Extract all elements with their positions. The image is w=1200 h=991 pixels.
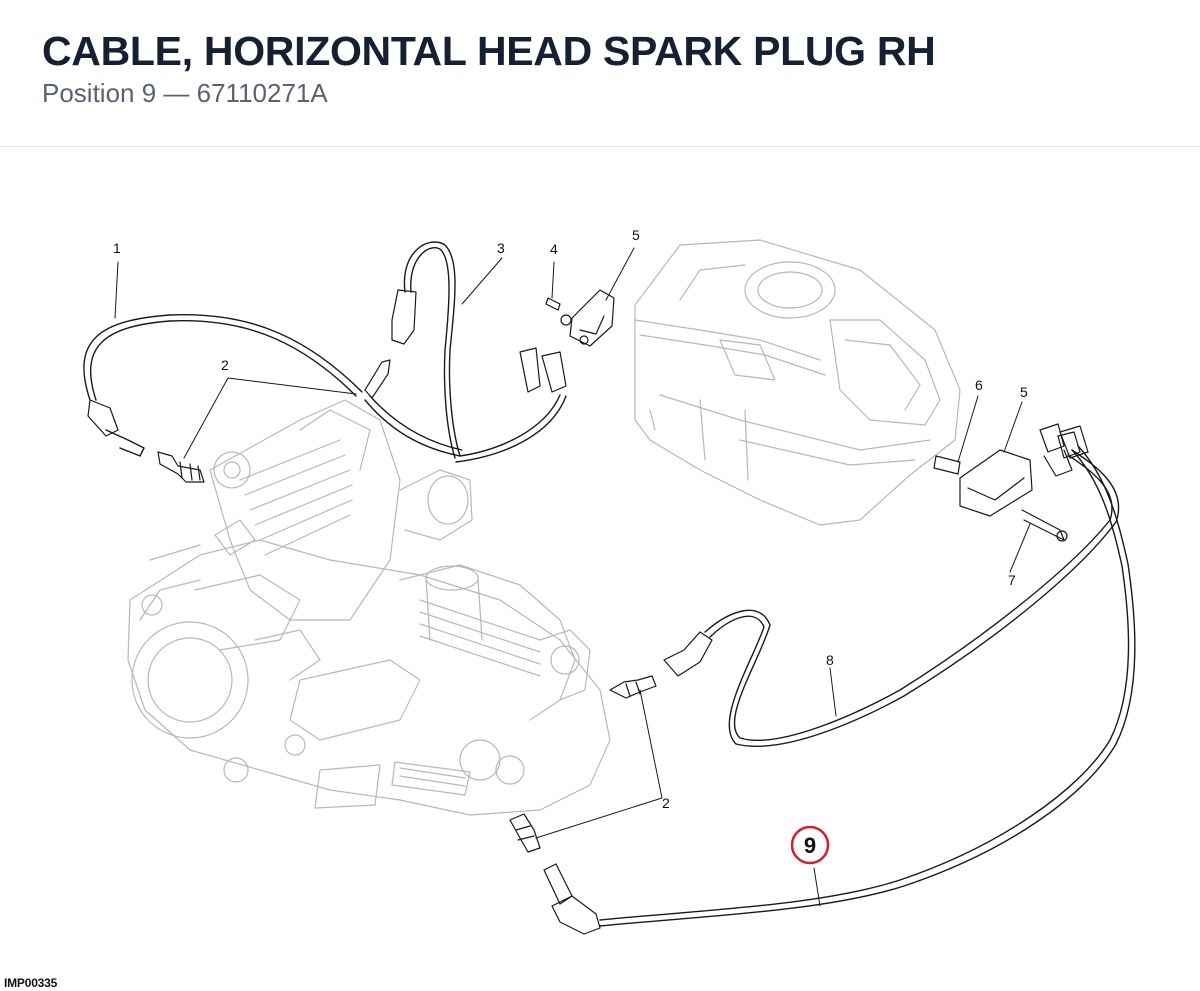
page-title: CABLE, HORIZONTAL HEAD SPARK PLUG RH	[42, 28, 936, 74]
spark-plug-right	[609, 675, 657, 699]
ignition-coil-left	[519, 289, 615, 393]
callout-8: 8	[826, 652, 834, 668]
callout-3: 3	[497, 240, 505, 256]
cable-1	[83, 313, 391, 457]
page-header: CABLE, HORIZONTAL HEAD SPARK PLUG RH Pos…	[0, 0, 1200, 147]
callout-4: 4	[550, 241, 558, 257]
callout-6: 6	[975, 377, 983, 393]
callout-2-bottom: 2	[662, 795, 670, 811]
callout-7: 7	[1008, 572, 1016, 588]
ignition-coil-right	[933, 423, 1081, 542]
cable-9	[543, 425, 1136, 935]
engine-drawing	[127, 399, 611, 816]
callout-labels: 1 2 3 4 5 5 6 7 8 2	[113, 227, 1028, 811]
cable-3	[364, 241, 567, 463]
callout-5-right: 5	[1020, 384, 1028, 400]
callout-2-top: 2	[221, 357, 229, 373]
cable-8	[663, 449, 1120, 747]
drawing-code: IMP00335	[4, 976, 58, 990]
callout-5-left: 5	[632, 227, 640, 243]
exploded-parts-diagram: 1 2 3 4 5 5 6 7 8 2 9	[83, 227, 1136, 935]
spark-plug-left	[157, 451, 205, 483]
airbox-drawing	[634, 239, 961, 526]
highlight-marker-9: 9	[790, 825, 830, 865]
page-subtitle: Position 9 — 67110271A	[42, 78, 328, 108]
highlight-label: 9	[804, 833, 816, 858]
callout-1: 1	[113, 240, 121, 256]
spark-plug-bottom	[509, 813, 541, 853]
leader-lines	[114, 247, 1031, 907]
